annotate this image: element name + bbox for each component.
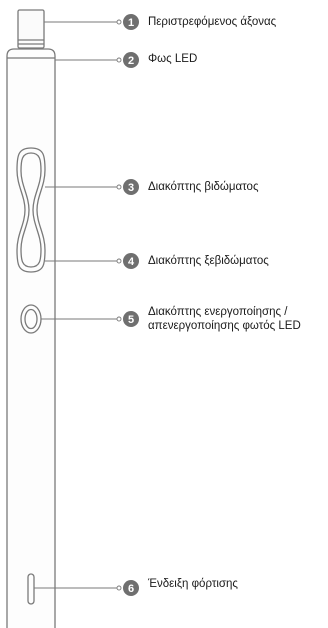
- callout-number-2: 2: [128, 55, 134, 67]
- callout-badges: 1 2 3 4 5 6: [123, 14, 139, 596]
- callout-label-1: Περιστρεφόμενος άξονας: [148, 16, 277, 28]
- charging-indicator-slot: [27, 573, 35, 605]
- rotating-shaft: [17, 9, 45, 49]
- callout-badge-2: [123, 52, 139, 68]
- callout-label-4: Διακόπτης ξεβιδώματος: [148, 255, 269, 267]
- callout-label-3: Διακόπτης βιδώματος: [148, 181, 259, 193]
- callout-label-6: Ένδειξη φόρτισης: [148, 578, 238, 590]
- leader-end-dot-4: [116, 258, 122, 264]
- callout-label-5-line-1: Διακόπτης ενεργοποίησης /: [148, 306, 288, 318]
- callout-number-1: 1: [128, 17, 134, 29]
- callout-badge-6: [123, 580, 139, 596]
- screwdriver-body: [6, 48, 56, 628]
- callout-number-6: 6: [128, 583, 134, 595]
- callout-number-4: 4: [128, 256, 135, 268]
- callout-badge-1: [123, 14, 139, 30]
- callout-label-2: Φως LED: [148, 53, 198, 65]
- leader-end-dot-1: [116, 19, 122, 25]
- rocker-switch: [16, 147, 46, 273]
- leader-end-dot-2: [116, 57, 122, 63]
- leader-lines: [34, 19, 122, 591]
- leader-end-dot-6: [116, 585, 122, 591]
- callout-badge-5: [123, 311, 139, 327]
- callout-label-5-line-2: απενεργοποίησης φωτός LED: [148, 320, 301, 332]
- callout-number-5: 5: [128, 314, 134, 326]
- leader-end-dot-5: [116, 316, 122, 322]
- callout-number-3: 3: [128, 182, 134, 194]
- leader-end-dot-3: [116, 184, 122, 190]
- callout-label-5: Διακόπτης ενεργοποίησης / απενεργοποίηση…: [148, 305, 301, 333]
- callout-badge-4: [123, 253, 139, 269]
- callout-badge-3: [123, 179, 139, 195]
